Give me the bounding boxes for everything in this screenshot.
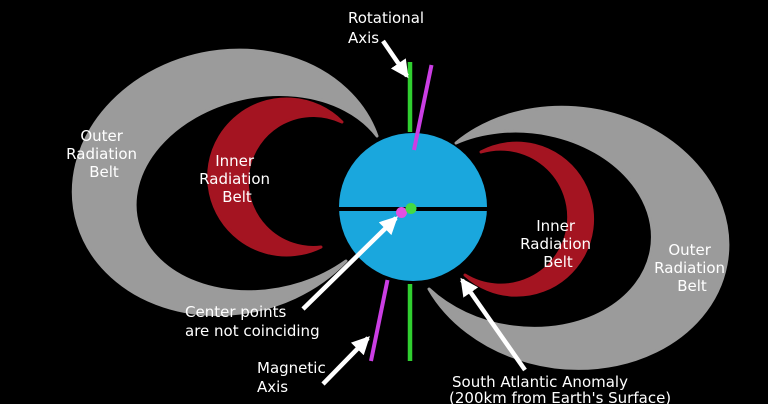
south-atlantic-anomaly-label: South Atlantic Anomaly (200km from Earth… — [449, 373, 671, 404]
outer-belt-right-label-line3: Belt — [677, 277, 707, 295]
magnetic-axis-arrow — [321, 336, 370, 386]
outer-radiation-belt-right-shape — [427, 105, 730, 370]
outer-radiation-belt-left-shape — [71, 48, 379, 317]
inner-radiation-belt-left-shape — [207, 97, 344, 257]
outer-belt-left-label-line2: Radiation — [66, 145, 137, 163]
magnetic-axis-label-line1: Magnetic — [257, 359, 326, 377]
outer-belt-left-label-line3: Belt — [89, 163, 119, 181]
outer-belt-left-label-line1: Outer — [80, 127, 123, 145]
rotational-axis-label-line2: Axis — [348, 29, 379, 47]
outer-belt-right-label-line1: Outer — [668, 241, 711, 259]
rotational-center-dot — [405, 203, 417, 214]
inner-belt-right-label-line3: Belt — [543, 253, 573, 271]
rotational-axis-arrow — [381, 39, 409, 79]
inner-belt-left-label-line2: Radiation — [199, 170, 270, 188]
south-atlantic-anomaly-label-line2: (200km from Earth's Surface) — [449, 389, 671, 404]
center-points-label-line1: Center points — [185, 303, 287, 321]
inner-belt-left-label-line1: Inner — [215, 152, 255, 170]
center-points-label-line2: are not coinciding — [185, 322, 320, 340]
outer-belt-right-label-line2: Radiation — [654, 259, 725, 277]
center-points-arrow — [301, 216, 398, 311]
inner-belt-left-label-line3: Belt — [222, 188, 252, 206]
south-atlantic-anomaly-label-line1: South Atlantic Anomaly — [452, 373, 628, 391]
south-atlantic-anomaly-arrow — [460, 277, 527, 372]
inner-belt-right-label-line1: Inner — [536, 217, 576, 235]
outer-belt-right-label: Outer Radiation Belt — [654, 241, 730, 295]
rotational-axis-label-line1: Rotational — [348, 9, 424, 27]
rotational-axis-label: Rotational Axis — [348, 9, 429, 47]
inner-belt-left-label: Inner Radiation Belt — [199, 152, 275, 206]
center-points-label: Center points are not coinciding — [185, 303, 320, 340]
outer-belt-left-label: Outer Radiation Belt — [66, 127, 142, 181]
magnetic-axis-label-line2: Axis — [257, 378, 288, 396]
magnetic-axis-line-top — [412, 64, 434, 151]
inner-belt-right-label: Inner Radiation Belt — [520, 217, 596, 271]
magnetic-center-dot — [396, 207, 407, 218]
magnetic-axis-line-bottom — [369, 279, 390, 362]
inner-belt-right-label-line2: Radiation — [520, 235, 591, 253]
magnetic-axis-label: Magnetic Axis — [257, 359, 330, 396]
